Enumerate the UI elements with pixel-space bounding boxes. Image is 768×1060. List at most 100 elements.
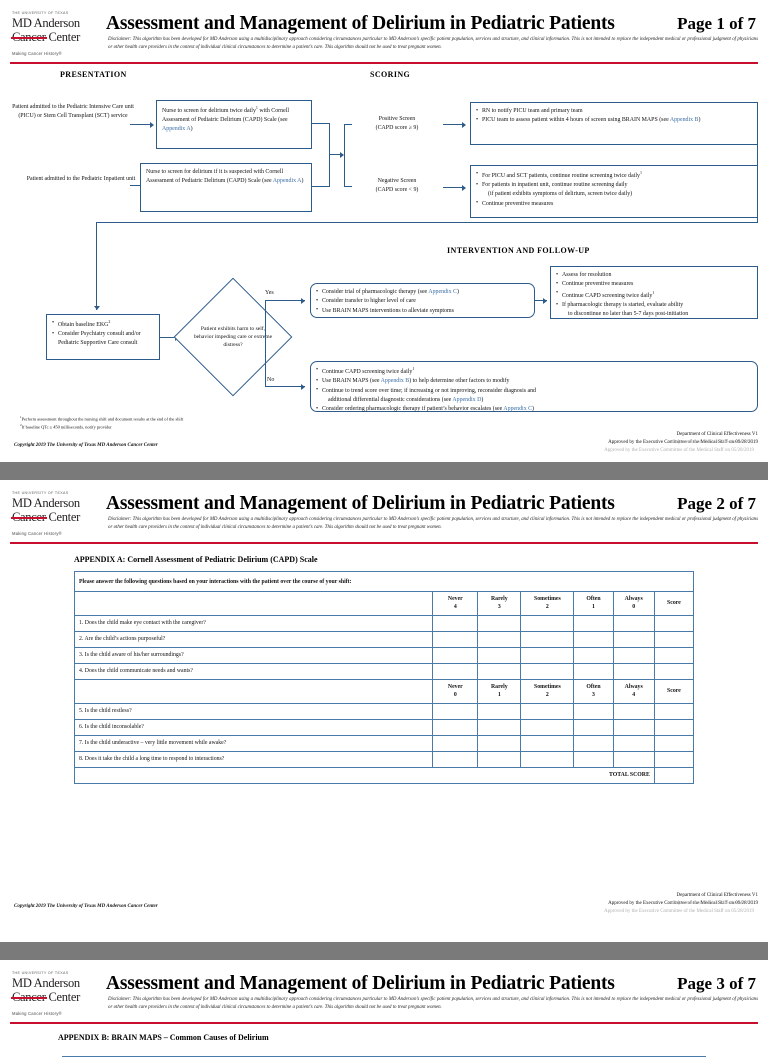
answer-cell[interactable] — [573, 646, 614, 664]
disclaimer-text: Disclaimer: This algorithm has been deve… — [108, 37, 758, 50]
answer-cell[interactable] — [477, 662, 522, 680]
answer-cell[interactable] — [520, 662, 575, 680]
link-appendix-a-2[interactable]: Appendix A — [272, 177, 302, 184]
capd-scale-table: Please answer the following questions ba… — [73, 571, 695, 784]
answer-cell[interactable] — [432, 662, 479, 680]
arrowhead-yes — [301, 297, 305, 304]
answer-cell[interactable] — [612, 630, 655, 648]
score-cell[interactable] — [653, 734, 695, 752]
answer-cell[interactable] — [432, 614, 479, 632]
positive-action-1a: PICU team to assess patient within 4 hou… — [482, 117, 670, 124]
list-item: Continue to trend score over time; if in… — [316, 386, 752, 405]
answer-cell[interactable] — [573, 662, 614, 680]
answer-cell[interactable] — [432, 630, 479, 648]
score-cell[interactable] — [653, 750, 695, 768]
answer-cell[interactable] — [520, 646, 575, 664]
score-cell[interactable] — [653, 630, 695, 648]
page-separator — [0, 462, 768, 480]
connector-feedback-right-v — [757, 145, 759, 223]
answer-cell[interactable] — [612, 646, 655, 664]
arrowhead-positive — [462, 121, 466, 128]
md-anderson-logo: THE UNIVERSITY OF TEXAS MD Anderson Canc… — [12, 971, 104, 1016]
answer-cell[interactable] — [432, 718, 479, 736]
answer-cell[interactable] — [573, 630, 614, 648]
answer-cell[interactable] — [477, 630, 522, 648]
header-divider — [10, 62, 758, 64]
table-row: 8. Does it take the child a long time to… — [73, 750, 695, 768]
answer-cell[interactable] — [573, 718, 614, 736]
answer-cell[interactable] — [432, 734, 479, 752]
answer-cell[interactable] — [520, 734, 575, 752]
answer-cell[interactable] — [477, 718, 522, 736]
connector-yes-v — [265, 300, 267, 337]
score-cell[interactable] — [653, 718, 695, 736]
answer-cell[interactable] — [520, 750, 575, 768]
logo-university-text: THE UNIVERSITY OF TEXAS — [12, 11, 69, 15]
score-cell[interactable] — [653, 662, 695, 680]
logo-cancer-strikethrough: Cancer — [12, 990, 46, 1005]
answer-cell[interactable] — [573, 614, 614, 632]
link-appendix-b-1[interactable]: Appendix B — [669, 117, 699, 124]
answer-cell[interactable] — [612, 718, 655, 736]
answer-cell[interactable] — [612, 750, 655, 768]
answer-cell[interactable] — [432, 750, 479, 768]
link-appendix-a-1[interactable]: Appendix A — [162, 125, 191, 132]
md-anderson-logo: THE UNIVERSITY OF TEXAS MD Anderson Canc… — [12, 491, 104, 536]
answer-cell[interactable] — [612, 662, 655, 680]
header-always-1-label: Always — [624, 596, 643, 602]
answer-cell[interactable] — [432, 702, 479, 720]
answer-cell[interactable] — [432, 646, 479, 664]
yes-action-1: Consider transfer to higher level of car… — [322, 298, 416, 305]
link-appendix-c-1[interactable]: Appendix C — [428, 289, 457, 295]
header-often-1-label: Often — [586, 596, 601, 602]
score-cell[interactable] — [653, 702, 695, 720]
no-action-1a: Use BRAIN MAPS (see — [322, 378, 381, 385]
negative-screen-line1: Negative Screen — [377, 178, 417, 184]
answer-cell[interactable] — [520, 614, 575, 632]
list-item: For PICU and SCT patients, continue rout… — [476, 170, 752, 181]
answer-cell[interactable] — [520, 702, 575, 720]
list-item: Consider transfer to higher level of car… — [316, 297, 529, 306]
score-cell[interactable] — [653, 646, 695, 664]
link-appendix-d[interactable]: Appendix D — [452, 396, 482, 403]
logo-center-text: Center — [48, 510, 80, 525]
link-appendix-c-2[interactable]: Appendix C — [503, 406, 533, 413]
screen1-text-c: ) — [190, 125, 193, 132]
copyright-notice: Copyright 2019 The University of Texas M… — [14, 904, 158, 909]
answer-cell[interactable] — [573, 750, 614, 768]
answer-cell[interactable] — [520, 718, 575, 736]
header-blank-1 — [73, 591, 434, 616]
answer-cell[interactable] — [573, 702, 614, 720]
total-score-cell[interactable] — [653, 766, 695, 784]
link-appendix-b-2[interactable]: Appendix B — [380, 378, 410, 385]
approved-ghost-line: Approved by the Executive Committee of t… — [604, 909, 754, 914]
connector-split-bottom — [344, 186, 352, 188]
header-never-1-value: 4 — [453, 604, 457, 611]
answer-cell[interactable] — [477, 614, 522, 632]
answer-cell[interactable] — [477, 702, 522, 720]
answer-cell[interactable] — [477, 734, 522, 752]
followup-1: Continue preventive measures — [562, 281, 634, 288]
answer-cell[interactable] — [520, 630, 575, 648]
header-score-2: Score — [653, 678, 695, 704]
table-row-total: TOTAL SCORE — [74, 766, 695, 784]
header-always-1-value: 0 — [632, 604, 636, 611]
positive-screen-line1: Positive Screen — [378, 116, 416, 122]
box-no-actions: Continue CAPD screening twice daily1 Use… — [310, 361, 758, 414]
header-often-1-value: 1 — [592, 604, 595, 611]
approved-line: Approved by the Executive Committee of t… — [608, 440, 758, 445]
list-item: PICU team to assess patient within 4 hou… — [476, 116, 752, 125]
answer-cell[interactable] — [612, 702, 655, 720]
diamond-label: Patient exhibits harm to self, behavior … — [193, 325, 273, 349]
footnote-2: 2If baseline QTc ≥ 450 milliseconds, not… — [20, 423, 360, 431]
connector-split-vertical — [344, 124, 346, 186]
answer-cell[interactable] — [612, 734, 655, 752]
score-cell[interactable] — [653, 614, 695, 632]
answer-cell[interactable] — [477, 646, 522, 664]
answer-cell[interactable] — [573, 734, 614, 752]
answer-cell[interactable] — [477, 750, 522, 768]
header-always-2-value: 4 — [632, 692, 636, 699]
answer-cell[interactable] — [612, 614, 655, 632]
